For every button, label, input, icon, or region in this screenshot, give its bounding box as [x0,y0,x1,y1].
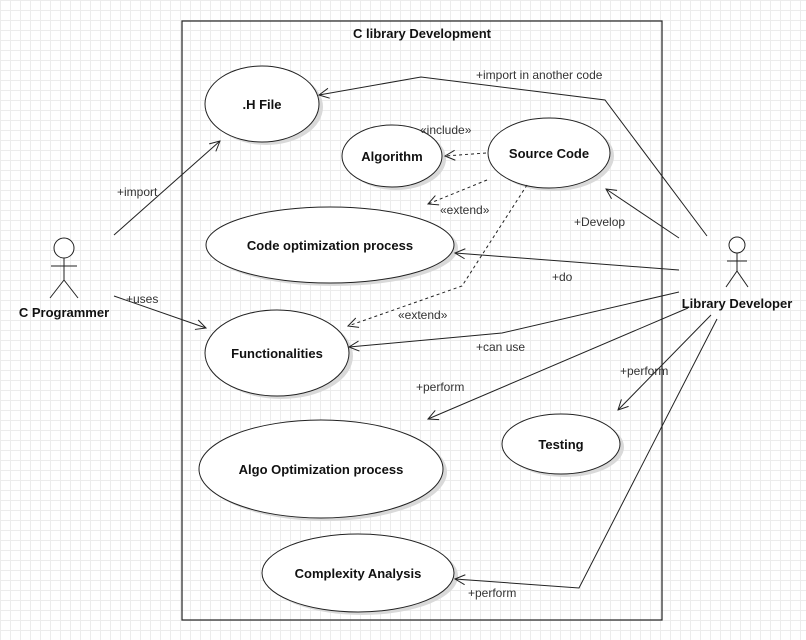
edge-import-label: +import [117,185,158,199]
system-boundary[interactable]: C library Development [181,20,663,621]
edge-develop-label: +Develop [574,215,625,229]
use-case-h-file[interactable]: .H File [204,65,323,145]
use-case-complexity-analysis[interactable]: Complexity Analysis [261,533,458,615]
use-case-code-optimization[interactable]: Code optimization process [205,206,458,286]
edge-do-label: +do [552,270,573,284]
use-case-functionalities[interactable]: Functionalities [204,309,353,399]
edge-extend-code-optimization[interactable]: «extend» [428,179,490,217]
stick-figure-icon [49,237,79,299]
edge-uses[interactable]: +uses [113,292,206,328]
edge-develop[interactable]: +Develop [574,189,680,239]
edge-perform-complexity-label: +perform [468,586,516,600]
edge-can-use[interactable]: +can use [349,291,680,354]
edge-perform-testing-label: +perform [620,364,668,378]
use-case-source-code[interactable]: Source Code [487,117,614,191]
use-case-testing[interactable]: Testing [501,413,624,477]
edge-include[interactable]: «include» [420,123,487,156]
actor-c-programmer[interactable]: C Programmer [19,237,109,320]
edge-uses-label: +uses [126,292,158,306]
use-case-code-optimization-label: Code optimization process [247,238,413,253]
edge-perform-complexity[interactable]: +perform [455,318,718,600]
use-case-algorithm[interactable]: Algorithm [341,124,446,190]
use-case-complexity-analysis-label: Complexity Analysis [295,566,422,581]
use-case-algo-optimization-label: Algo Optimization process [239,462,404,477]
edge-extend-code-optimization-label: «extend» [440,203,490,217]
use-case-algorithm-label: Algorithm [361,149,422,164]
actor-c-programmer-label: C Programmer [19,305,109,320]
use-case-algo-optimization[interactable]: Algo Optimization process [198,419,447,521]
edge-perform-algo[interactable]: +perform [416,307,689,419]
edge-extend-functionalities-label: «extend» [398,308,448,322]
system-title: C library Development [353,26,492,41]
use-case-h-file-label: .H File [242,97,281,112]
edge-import[interactable]: +import [113,141,220,236]
actor-library-developer[interactable]: Library Developer [682,236,793,311]
edge-import-another-code[interactable]: +import in another code [319,68,708,237]
edge-can-use-label: +can use [476,340,525,354]
use-case-testing-label: Testing [538,437,583,452]
edge-perform-testing[interactable]: +perform [618,314,712,410]
edge-perform-algo-label: +perform [416,380,464,394]
edge-include-label: «include» [420,123,472,137]
actor-library-developer-label: Library Developer [682,296,793,311]
use-case-source-code-label: Source Code [509,146,589,161]
edge-do[interactable]: +do [455,253,680,284]
use-case-functionalities-label: Functionalities [231,346,323,361]
stick-figure-icon [725,236,749,288]
edge-import-another-code-label: +import in another code [476,68,603,82]
edge-extend-functionalities[interactable]: «extend» [348,184,528,326]
